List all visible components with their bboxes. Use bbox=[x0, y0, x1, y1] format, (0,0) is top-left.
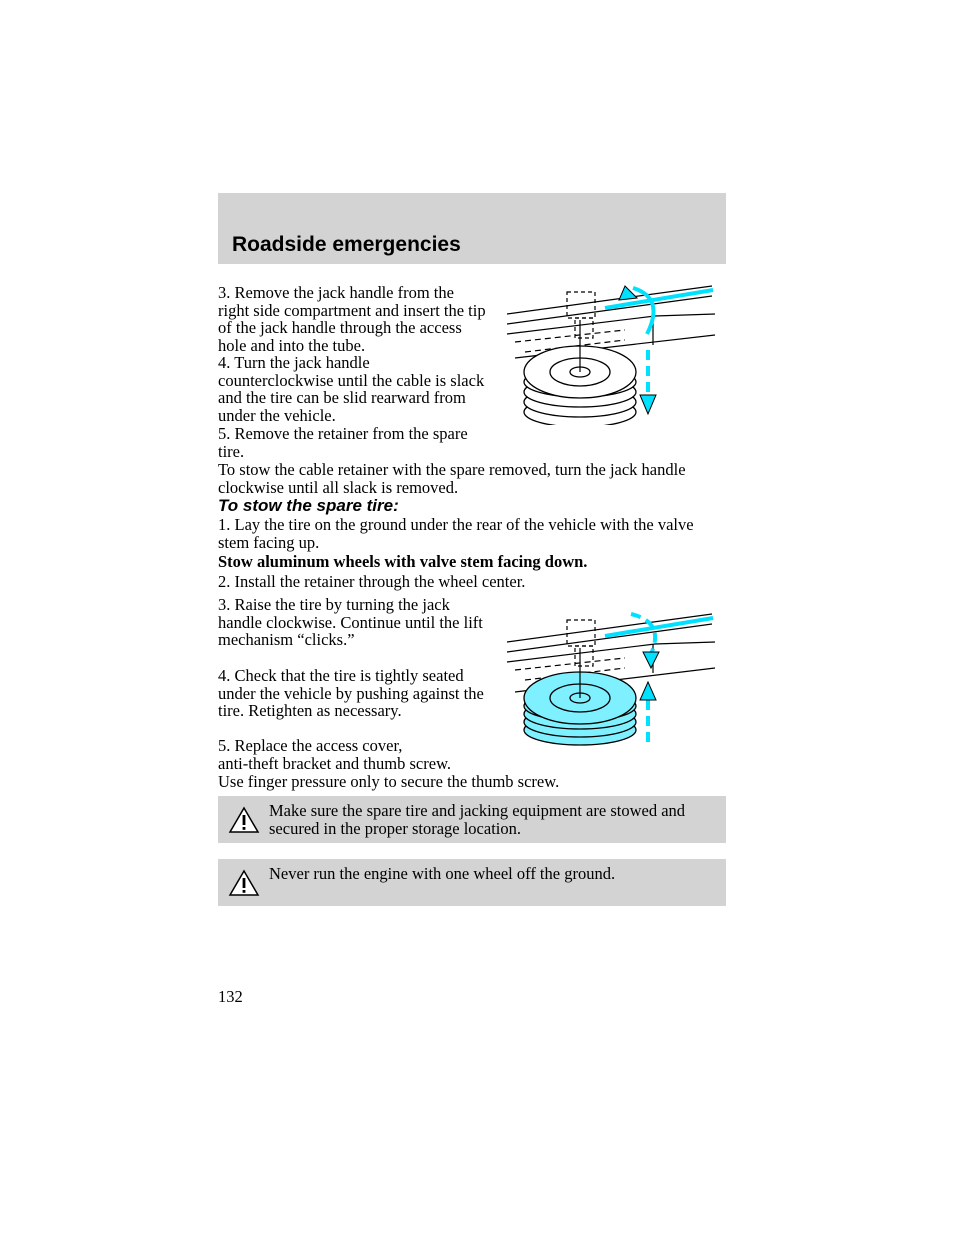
warning-triangle-icon bbox=[228, 869, 260, 896]
warning-text-engine: Never run the engine with one wheel off … bbox=[269, 864, 616, 883]
warning-box-engine: Never run the engine with one wheel off … bbox=[218, 859, 726, 906]
remove-step-5: 5. Remove the retainer from the spare ti… bbox=[218, 424, 468, 461]
stow-step-5-line1: 5. Replace the access cover, bbox=[218, 736, 403, 755]
remove-note: To stow the cable retainer with the spar… bbox=[218, 460, 686, 497]
spare-tire-raising-illustration bbox=[506, 612, 716, 748]
stow-step-3: 3. Raise the tire by turning the jack ha… bbox=[218, 595, 483, 650]
remove-step-3: 3. Remove the jack handle from the right… bbox=[218, 283, 486, 355]
page-number: 132 bbox=[218, 987, 243, 1006]
warning-box-stow: Make sure the spare tire and jacking equ… bbox=[218, 796, 726, 843]
stow-step-5-line2: anti-theft bracket and thumb screw. bbox=[218, 754, 452, 773]
stow-step-2: 2. Install the retainer through the whee… bbox=[218, 572, 526, 591]
stow-step-4: 4. Check that the tire is tightly seated… bbox=[218, 666, 484, 721]
stow-aluminum-note: Stow aluminum wheels with valve stem fac… bbox=[218, 552, 588, 571]
stow-step-1: 1. Lay the tire on the ground under the … bbox=[218, 515, 694, 552]
remove-step-4: 4. Turn the jack handle counterclockwise… bbox=[218, 353, 485, 425]
spare-tire-lowering-illustration bbox=[506, 285, 716, 425]
stow-step-5-line3: Use finger pressure only to secure the t… bbox=[218, 772, 560, 791]
warning-text-stow: Make sure the spare tire and jacking equ… bbox=[269, 801, 686, 838]
section-header: Roadside emergencies bbox=[218, 193, 726, 264]
section-title: Roadside emergencies bbox=[232, 233, 461, 256]
stow-heading: To stow the spare tire: bbox=[218, 496, 399, 515]
warning-triangle-icon bbox=[228, 806, 260, 833]
